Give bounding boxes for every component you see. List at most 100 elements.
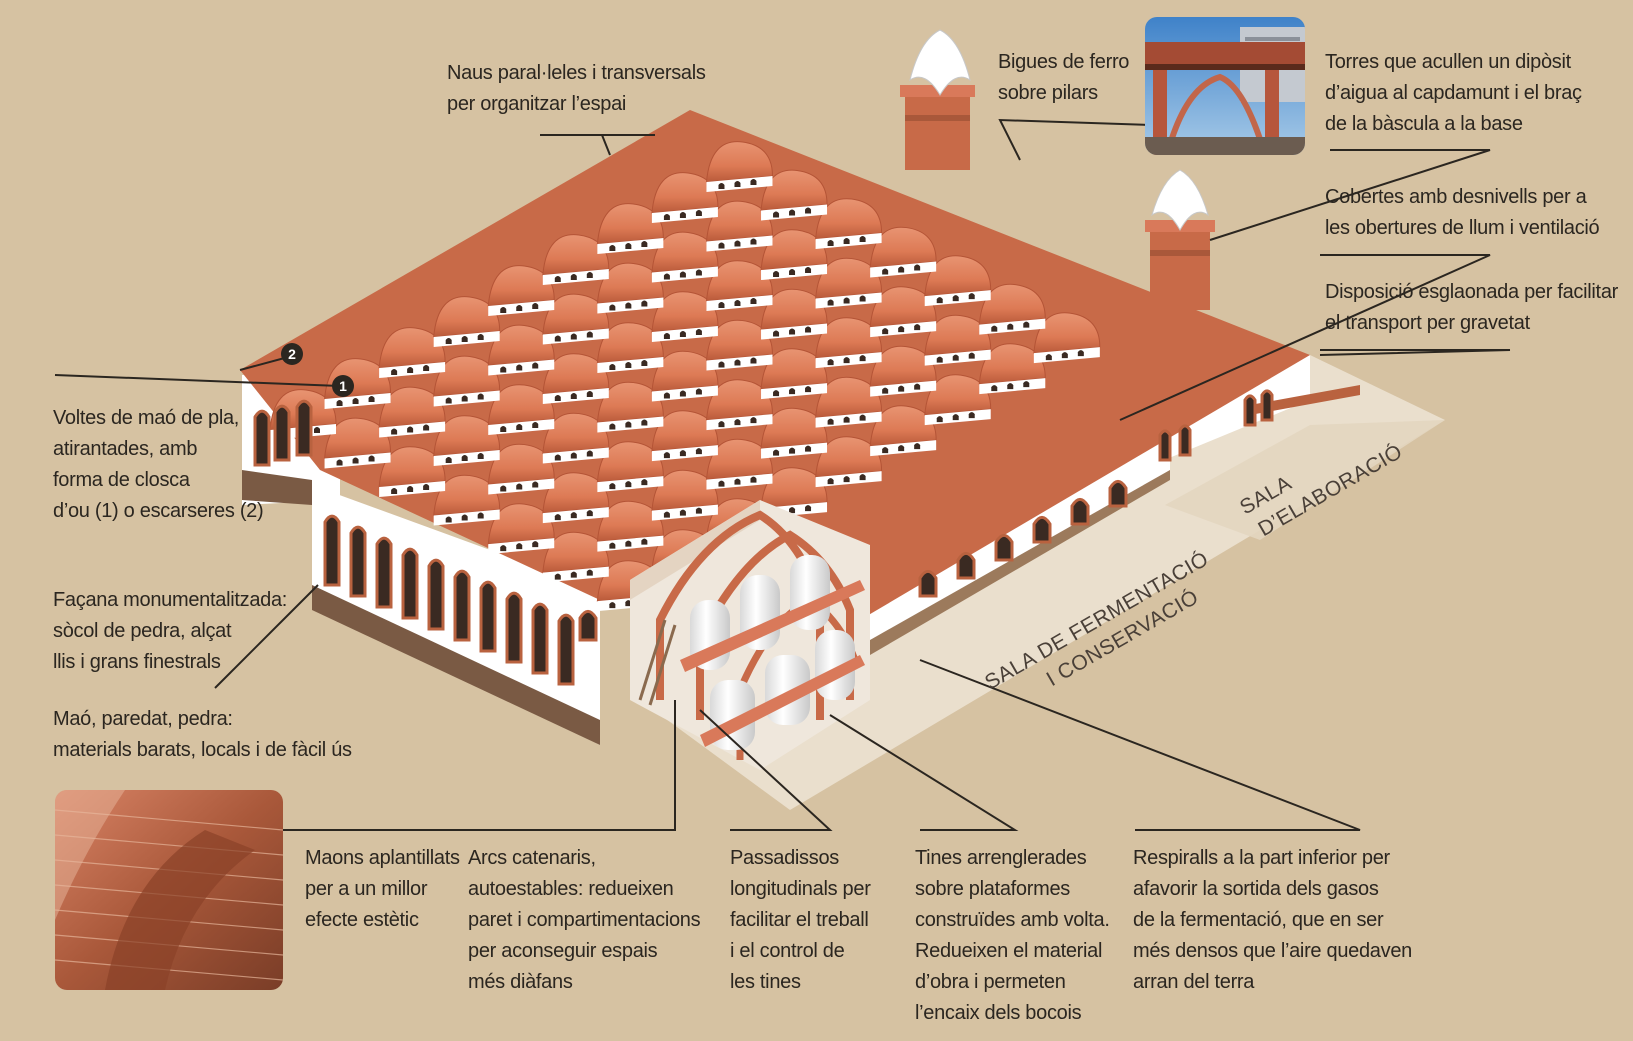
roof-vault	[760, 229, 828, 271]
clerestory-opening	[641, 479, 648, 486]
clerestory-opening	[882, 268, 889, 275]
roof-vault	[487, 503, 555, 545]
roof-vault	[542, 412, 610, 455]
roof-vault	[433, 296, 501, 338]
arched-window	[427, 558, 445, 631]
roof-vault	[869, 345, 937, 388]
clerestory-opening	[695, 448, 702, 455]
roof-vault	[596, 500, 664, 543]
photo-brick-arch	[55, 790, 283, 990]
arched-window	[273, 404, 291, 462]
label-disposicio-line2: el transport per gravetat	[1325, 312, 1530, 334]
clerestory-opening	[789, 269, 796, 276]
label-passadissos-line2: longitudinals per	[730, 878, 871, 900]
clerestory-opening	[827, 359, 834, 366]
clerestory-opening	[695, 388, 702, 395]
label-bigues-line1: Bigues de ferro	[998, 51, 1130, 73]
clerestory-opening	[609, 364, 616, 371]
clerestory-opening	[882, 387, 889, 394]
floor-plan-elaboracio	[1165, 420, 1445, 540]
clerestory-opening	[734, 181, 741, 187]
clerestory-opening	[679, 271, 686, 278]
clerestory-opening	[750, 476, 757, 483]
clerestory-opening	[773, 211, 780, 218]
clerestory-opening	[336, 459, 343, 466]
clerestory-opening	[827, 478, 834, 485]
leader-lines	[54, 118, 1511, 831]
clerestory-opening	[477, 512, 484, 519]
roof-vault	[815, 376, 883, 419]
label-naus-line1: Naus paral·leles i transversals	[447, 62, 706, 84]
clerestory-opening	[516, 543, 523, 550]
stone-plinth-left	[242, 470, 312, 505]
roof-vault	[815, 257, 883, 300]
clerestory-opening	[914, 264, 921, 271]
clerestory-opening	[641, 419, 648, 426]
roof-vault	[924, 374, 992, 416]
roof-vault	[433, 355, 501, 398]
clerestory-opening	[679, 212, 686, 218]
label-tines-line1: Tines arrenglerades	[915, 847, 1087, 869]
clerestory-opening	[663, 273, 670, 280]
roof-vault	[651, 172, 719, 214]
clerestory-opening	[1077, 350, 1084, 357]
clerestory-opening	[586, 331, 593, 338]
clerestory-opening	[609, 483, 616, 490]
clerestory-opening	[586, 510, 593, 517]
roof-vault	[705, 200, 773, 243]
clerestory-opening	[352, 398, 359, 404]
clerestory-opening	[570, 333, 577, 340]
clerestory-opening	[423, 424, 430, 431]
elaboracio-plinth	[1250, 385, 1360, 415]
arched-window	[956, 551, 976, 580]
clerestory-opening	[641, 538, 648, 545]
roof-vault	[869, 226, 937, 269]
clerestory-opening	[609, 245, 616, 251]
clerestory-opening	[461, 336, 468, 342]
clerestory-opening	[679, 450, 686, 457]
clerestory-opening	[750, 357, 757, 364]
clerestory-opening	[532, 481, 539, 488]
clerestory-opening	[663, 333, 670, 340]
clerestory-opening	[695, 507, 702, 514]
label-cobertes-line2: les obertures de llum i ventilació	[1325, 217, 1600, 239]
photo-iron-beams	[1145, 17, 1305, 155]
arched-window	[1260, 389, 1274, 422]
clerestory-opening	[461, 455, 468, 462]
arched-window	[505, 591, 523, 664]
arched-window	[253, 409, 271, 467]
label-maons-line1: Maons aplantillats	[305, 847, 460, 869]
clerestory-opening	[570, 452, 577, 459]
label-passadissos-line3: facilitar el treball	[730, 909, 869, 931]
roof-vault	[705, 260, 773, 302]
clerestory-opening	[570, 393, 577, 400]
roof-vault	[433, 474, 501, 517]
clerestory-opening	[718, 480, 725, 487]
arched-window	[994, 533, 1014, 562]
label-tines-line4: Redueixen el material	[915, 940, 1103, 962]
label-facana: Façana monumentalitzada: sòcol de pedra,…	[53, 585, 287, 678]
clerestory-opening	[805, 207, 812, 214]
clerestory-opening	[625, 362, 632, 369]
clerestory-opening	[773, 330, 780, 337]
label-mao: Maó, paredat, pedra: materials barats, l…	[53, 704, 352, 766]
clerestory-opening	[734, 240, 741, 247]
label-maons-line3: efecte estètic	[305, 909, 419, 931]
marker-1-label: 1	[339, 378, 347, 394]
clerestory-opening	[570, 512, 577, 519]
roof-vault	[596, 203, 664, 245]
clerestory-opening	[882, 328, 889, 335]
label-maons: Maons aplantillats per a un millor efect…	[305, 843, 460, 936]
clerestory-opening	[859, 355, 866, 362]
clerestory-opening	[789, 209, 796, 216]
label-torres-line3: de la bàscula a la base	[1325, 113, 1523, 135]
clerestory-opening	[663, 392, 670, 399]
label-respiralls-line3: de la fermentació, que en ser	[1133, 909, 1384, 931]
label-facana-line3: llis i grans finestrals	[53, 651, 221, 673]
clerestory-opening	[1023, 321, 1030, 328]
label-arcs-line5: més diàfans	[468, 971, 573, 993]
clerestory-opening	[663, 452, 670, 459]
clerestory-opening	[734, 419, 741, 426]
label-passadissos-line4: i el control de	[730, 940, 845, 962]
